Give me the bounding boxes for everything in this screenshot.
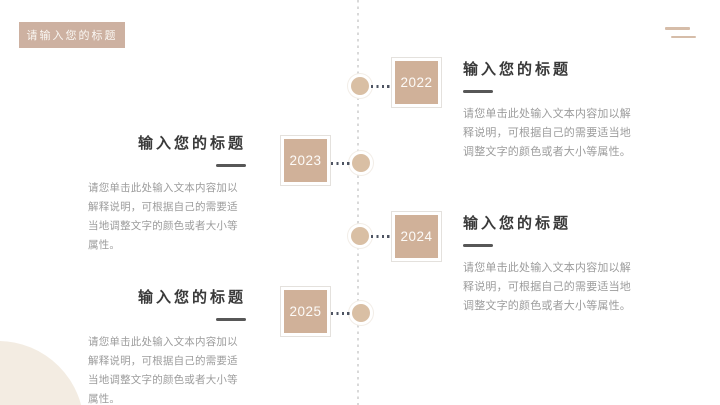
decor-circle: [0, 341, 84, 405]
slide-title-placeholder[interactable]: 请输入您的标题: [19, 22, 125, 48]
connector-dots: [331, 311, 350, 315]
year-label: 2022: [395, 61, 438, 104]
timeline-node-dot: [351, 227, 369, 245]
item-body-text[interactable]: 请您单击此处输入文本内容加以解释说明，可根据自己的需要适当地调整文字的颜色或者大…: [88, 336, 238, 405]
item-body-text[interactable]: 请您单击此处输入文本内容加以解释说明，可根据自己的需要适当地调整文字的颜色或者大…: [463, 108, 631, 158]
year-box[interactable]: 2023: [280, 135, 331, 186]
year-label: 2023: [284, 139, 327, 182]
year-label: 2024: [395, 215, 438, 258]
connector-dots: [331, 161, 350, 165]
slide-title-label: 请输入您的标题: [26, 30, 118, 42]
timeline-content: 输入您的标题 请您单击此处输入文本内容加以解释说明，可根据自己的需要适当地调整文…: [463, 215, 632, 316]
timeline-node-dot: [352, 304, 370, 322]
timeline-axis: [356, 0, 359, 405]
year-box[interactable]: 2025: [280, 286, 331, 337]
connector-dots: [371, 84, 390, 88]
timeline-content: 输入您的标题 请您单击此处输入文本内容加以解释说明，可根据自己的需要适当地调整文…: [88, 289, 246, 405]
year-box[interactable]: 2022: [391, 57, 442, 108]
item-body-text[interactable]: 请您单击此处输入文本内容加以解释说明，可根据自己的需要适当地调整文字的颜色或者大…: [463, 262, 631, 312]
connector-dots: [371, 234, 390, 238]
title-divider: [463, 244, 493, 247]
item-title[interactable]: 输入您的标题: [463, 215, 572, 232]
item-title[interactable]: 输入您的标题: [137, 289, 246, 306]
item-title[interactable]: 输入您的标题: [137, 135, 246, 152]
timeline-content: 输入您的标题 请您单击此处输入文本内容加以解释说明，可根据自己的需要适当地调整文…: [463, 61, 632, 162]
menu-bar-icon: [671, 35, 696, 38]
title-divider: [216, 318, 246, 321]
menu-icon[interactable]: [663, 25, 697, 40]
year-label: 2025: [284, 290, 327, 333]
item-body-text[interactable]: 请您单击此处输入文本内容加以解释说明，可根据自己的需要适当地调整文字的颜色或者大…: [88, 182, 238, 251]
timeline-node-dot: [352, 154, 370, 172]
title-divider: [216, 164, 246, 167]
year-box[interactable]: 2024: [391, 211, 442, 262]
timeline-content: 输入您的标题 请您单击此处输入文本内容加以解释说明，可根据自己的需要适当地调整文…: [88, 135, 246, 255]
menu-bar-icon: [665, 27, 690, 30]
item-title[interactable]: 输入您的标题: [463, 61, 572, 78]
title-divider: [463, 90, 493, 93]
timeline-node-dot: [351, 77, 369, 95]
